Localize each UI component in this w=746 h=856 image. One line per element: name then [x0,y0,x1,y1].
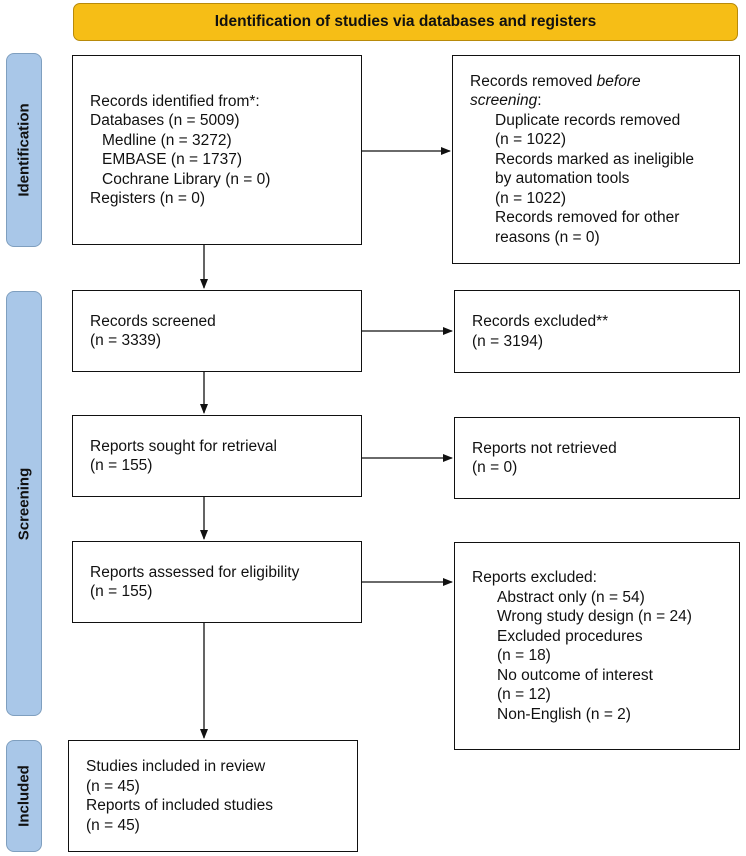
records-identified-title: Records identified from*: [90,92,260,110]
other-reasons-label: Records removed for other [495,209,680,227]
cochrane-count: Cochrane Library (n = 0) [102,170,271,188]
other-reasons-count: reasons (n = 0) [495,228,600,246]
records-identified-box: Records identified from*: Databases (n =… [72,55,362,245]
medline-count: Medline (n = 3272) [102,131,232,149]
reports-not-retrieved-label: Reports not retrieved [472,439,617,457]
studies-included-label: Studies included in review [86,758,266,775]
records-excluded-label: Records excluded** [472,313,609,330]
reports-assessed-box: Reports assessed for eligibility (n = 15… [72,541,362,623]
excluded-procedures-count: (n = 18) [497,647,551,664]
phase-screening: Screening [6,291,42,716]
records-removed-box: Records removed before screening: Duplic… [452,55,740,264]
studies-included-box: Studies included in review (n = 45) Repo… [68,740,358,852]
records-screened-box: Records screened (n = 3339) [72,290,362,372]
ineligible-count: (n = 1022) [495,189,567,207]
duplicates-label: Duplicate records removed [495,111,681,129]
phase-included: Included [6,740,42,852]
reports-sought-box: Reports sought for retrieval (n = 155) [72,415,362,497]
abstract-only-count: Abstract only (n = 54) [497,588,645,606]
reports-not-retrieved-count: (n = 0) [472,459,518,476]
records-excluded-count: (n = 3194) [472,332,544,350]
databases-count: Databases (n = 5009) [90,112,240,129]
excluded-procedures-label: Excluded procedures [497,627,643,645]
no-outcome-count: (n = 12) [497,686,551,703]
records-removed-title-cont: screening: [470,92,542,110]
records-removed-title: Records removed before [470,72,641,90]
registers-count: Registers (n = 0) [90,190,206,207]
reports-included-label: Reports of included studies [86,797,273,814]
no-outcome-label: No outcome of interest [497,666,653,684]
reports-assessed-label: Reports assessed for eligibility [90,563,300,581]
reports-excluded-title: Reports excluded: [472,569,597,586]
embase-count: EMBASE (n = 1737) [102,151,242,168]
studies-included-count: (n = 45) [86,777,140,795]
non-english-count: Non-English (n = 2) [497,705,631,723]
ineligible-label: Records marked as ineligible [495,150,695,168]
records-screened-count: (n = 3339) [90,332,162,349]
reports-sought-label: Reports sought for retrieval [90,437,277,455]
reports-excluded-box: Reports excluded: Abstract only (n = 54)… [454,542,740,750]
duplicates-count: (n = 1022) [495,131,567,149]
flow-header: Identification of studies via databases … [73,3,738,41]
records-excluded-box: Records excluded** (n = 3194) [454,290,740,373]
wrong-design-count: Wrong study design (n = 24) [497,608,692,625]
ineligible-label-cont: by automation tools [495,170,630,188]
reports-sought-count: (n = 155) [90,457,153,474]
reports-included-count: (n = 45) [86,816,140,834]
reports-assessed-count: (n = 155) [90,583,153,600]
records-screened-label: Records screened [90,312,216,330]
phase-identification: Identification [6,53,42,247]
header-title: Identification of studies via databases … [214,13,597,30]
reports-not-retrieved-box: Reports not retrieved (n = 0) [454,417,740,499]
